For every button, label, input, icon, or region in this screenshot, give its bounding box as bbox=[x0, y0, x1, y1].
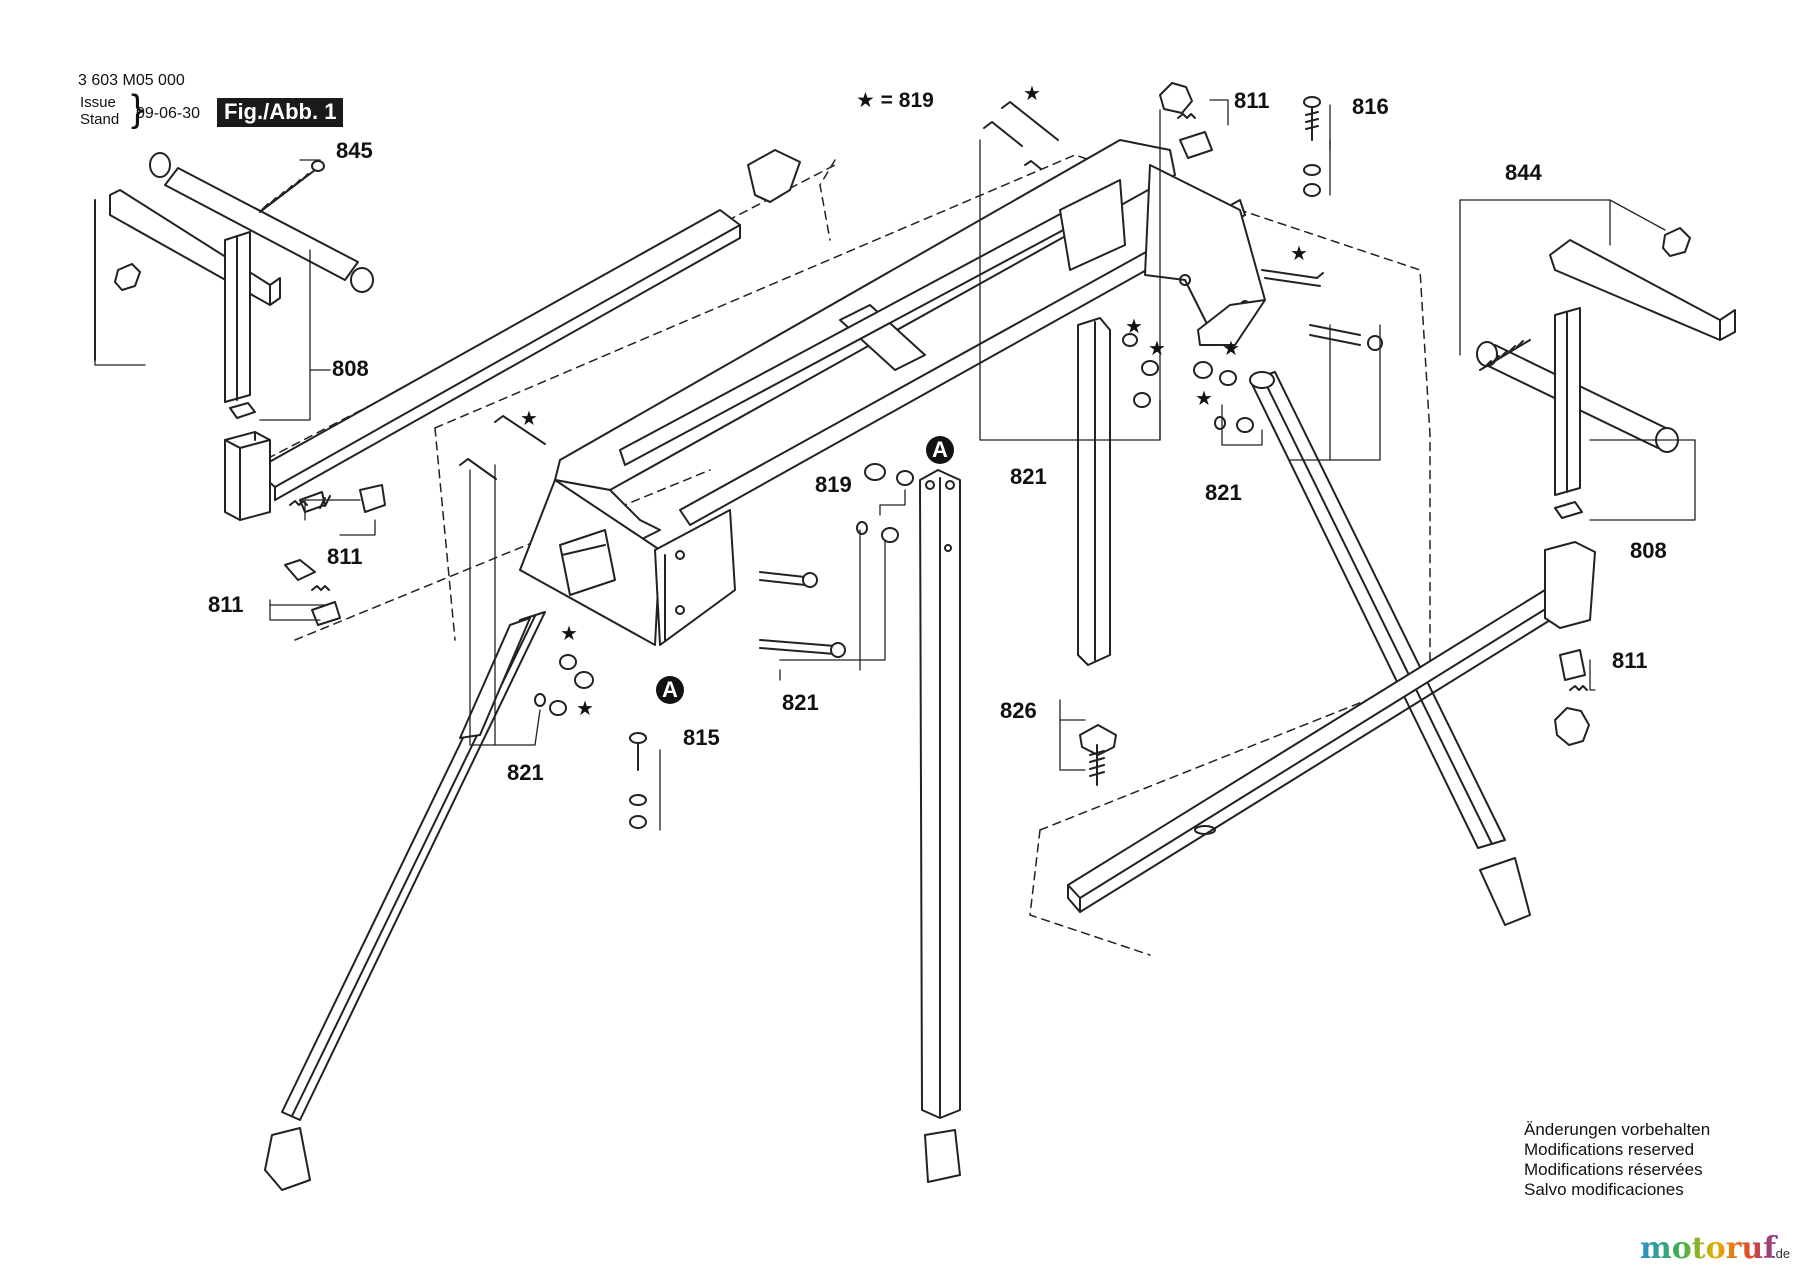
note-en: Modifications reserved bbox=[1524, 1140, 1695, 1159]
svg-text:A: A bbox=[932, 437, 948, 462]
right-extension-rail bbox=[1067, 541, 1596, 913]
part-callouts: 845 808 811 811 819 821 821 815 811 816 … bbox=[208, 88, 1667, 785]
issue-date: 09-06-30 bbox=[136, 105, 201, 122]
left-end-bracket bbox=[519, 479, 736, 646]
star-mark: ★ bbox=[520, 408, 538, 430]
part-811-left-b: 811 bbox=[208, 592, 244, 617]
part-808-left: 808 bbox=[332, 356, 369, 381]
leader-lines bbox=[94, 99, 1696, 831]
star-mark: ★ bbox=[1125, 316, 1143, 338]
svg-text:A: A bbox=[662, 677, 678, 702]
brand-logo: motoruf .de bbox=[1640, 1231, 1790, 1266]
part-821-left: 821 bbox=[507, 760, 544, 785]
star-mark: ★ bbox=[560, 623, 578, 645]
fastener-816 bbox=[1303, 96, 1321, 197]
star-legend: ★ = 819 bbox=[856, 89, 934, 112]
part-821-center: 821 bbox=[782, 690, 819, 715]
middle-vertical-leg bbox=[1077, 317, 1117, 786]
note-de: Änderungen vorbehalten bbox=[1524, 1120, 1711, 1139]
left-clamp-811 bbox=[284, 484, 386, 626]
star-mark: ★ bbox=[576, 698, 594, 720]
part-844: 844 bbox=[1505, 160, 1542, 185]
part-845: 845 bbox=[336, 138, 373, 163]
part-811-left-a: 811 bbox=[327, 544, 363, 569]
star-mark: ★ bbox=[1023, 83, 1041, 105]
part-819: 819 bbox=[815, 472, 852, 497]
left-extension-rail bbox=[254, 149, 801, 501]
figure-label: Fig./Abb. 1 bbox=[217, 98, 344, 127]
part-811-right: 811 bbox=[1612, 648, 1648, 673]
note-fr: Modifications réservées bbox=[1524, 1160, 1703, 1179]
part-826: 826 bbox=[1000, 698, 1037, 723]
left-front-leg bbox=[264, 611, 546, 1191]
right-rear-leg bbox=[1249, 371, 1531, 926]
part-821-right: 821 bbox=[1205, 480, 1242, 505]
star-mark: ★ bbox=[1195, 388, 1213, 410]
svg-text:motoruf: motoruf bbox=[1640, 1231, 1778, 1266]
star-mark: ★ bbox=[1222, 338, 1240, 360]
star-mark: ★ bbox=[1148, 338, 1166, 360]
note-es: Salvo modificaciones bbox=[1524, 1180, 1684, 1199]
center-leg bbox=[919, 469, 961, 1183]
right-clamp-811 bbox=[1554, 649, 1590, 746]
bolts bbox=[459, 101, 1383, 658]
document-number: 3 603 M05 000 bbox=[78, 72, 185, 89]
star-mark: ★ bbox=[1290, 243, 1308, 265]
part-821-mid: 821 bbox=[1010, 464, 1047, 489]
main-frame bbox=[554, 139, 1266, 541]
svg-text:.de: .de bbox=[1772, 1246, 1790, 1261]
top-clamp-811 bbox=[1159, 82, 1213, 159]
left-end-post bbox=[224, 431, 271, 521]
star-markers: ★ ★ ★ ★ ★ ★ ★ ★ ★ bbox=[520, 83, 1308, 720]
right-roller-support bbox=[1476, 227, 1736, 519]
part-811-top: 811 bbox=[1234, 88, 1270, 113]
modification-notes: Änderungen vorbehalten Modifications res… bbox=[1524, 1120, 1710, 1200]
issue-stand-labels: Issue Stand bbox=[80, 94, 119, 128]
part-815: 815 bbox=[683, 725, 720, 750]
washers-nuts bbox=[534, 333, 1254, 829]
issue-label: Issue bbox=[80, 94, 116, 111]
stand-label: Stand bbox=[80, 111, 120, 128]
part-808-right: 808 bbox=[1630, 538, 1667, 563]
connector-a-bottom: A bbox=[656, 676, 684, 704]
connector-a-top: A bbox=[926, 436, 954, 464]
brace: } bbox=[131, 88, 144, 130]
part-816: 816 bbox=[1352, 94, 1389, 119]
